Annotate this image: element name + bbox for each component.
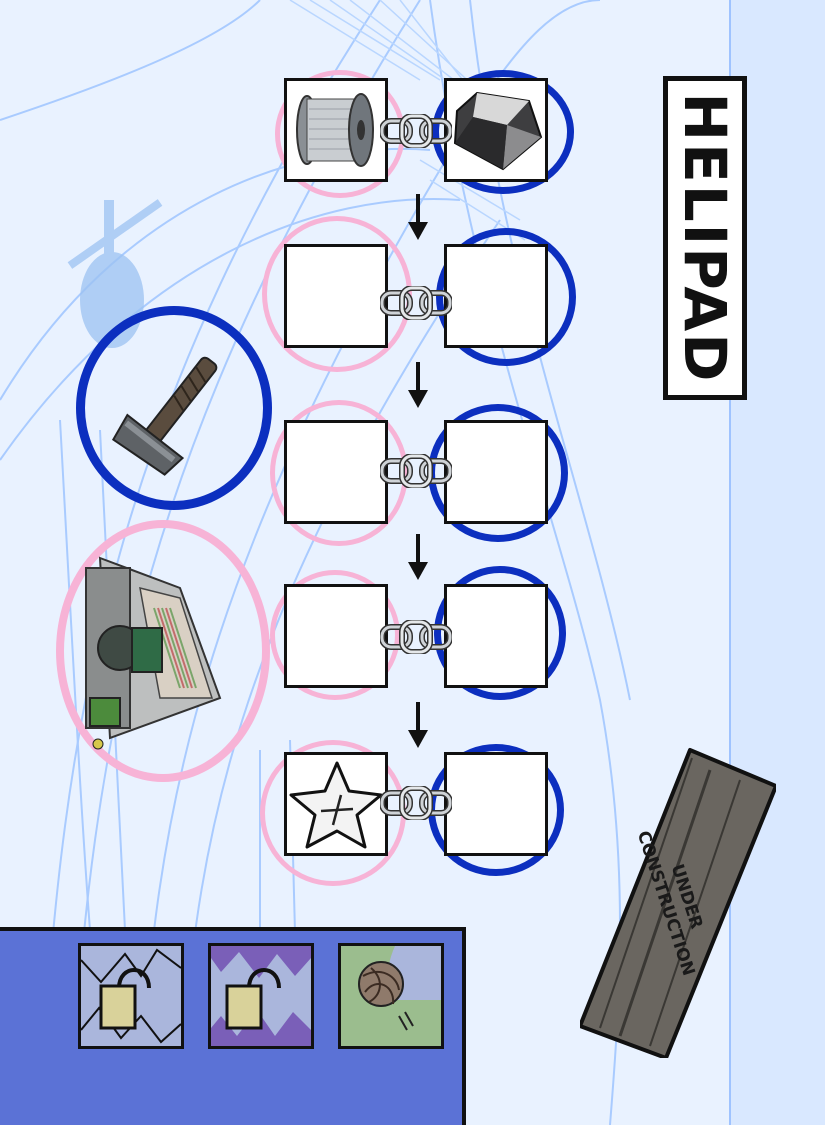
hammer-ring xyxy=(76,306,272,510)
chain-link-icon xyxy=(380,620,452,654)
arrow-down-icon xyxy=(408,702,428,748)
chain-link-icon xyxy=(380,454,452,488)
under-construction-plank xyxy=(580,748,776,1058)
chain-link-icon xyxy=(380,286,452,320)
yarn-ball-icon xyxy=(341,946,441,1046)
spool-of-wire-icon xyxy=(296,93,374,167)
recipe-slot-1-right[interactable] xyxy=(444,78,548,182)
inventory-slot-2[interactable] xyxy=(208,943,314,1049)
arrow-down-icon xyxy=(408,194,428,240)
recipe-slot-4-right[interactable] xyxy=(444,584,548,688)
arrow-down-icon xyxy=(408,362,428,408)
recipe-slot-2-left[interactable] xyxy=(284,244,388,348)
recipe-slot-3-left[interactable] xyxy=(284,420,388,524)
star-plus-icon xyxy=(289,761,383,849)
recipe-slot-4-left[interactable] xyxy=(284,584,388,688)
chain-link-icon xyxy=(380,114,452,148)
right-ring-1 xyxy=(432,70,574,194)
machine-parts-icon[interactable] xyxy=(80,548,230,758)
left-ring-4 xyxy=(270,570,400,700)
inventory-tray xyxy=(0,927,466,1125)
machine-parts-ring xyxy=(56,520,270,782)
right-ring-4 xyxy=(434,566,566,700)
gem-stone-icon xyxy=(453,91,543,171)
inventory-slot-3[interactable] xyxy=(338,943,444,1049)
recipe-slot-1-left[interactable] xyxy=(284,78,388,182)
left-ring-3 xyxy=(270,400,408,546)
hammer-icon[interactable] xyxy=(88,340,248,490)
padlock-icon xyxy=(80,948,182,1044)
recipe-slot-5-right[interactable] xyxy=(444,752,548,856)
padlock-icon xyxy=(211,946,311,1046)
helipad-sign: HELIPAD xyxy=(663,76,747,400)
arrow-down-icon xyxy=(408,534,428,580)
chain-link-icon xyxy=(380,786,452,820)
inventory-slot-1[interactable] xyxy=(78,943,184,1049)
right-ring-2 xyxy=(436,228,576,366)
recipe-slot-2-right[interactable] xyxy=(444,244,548,348)
location-title: HELIPAD xyxy=(671,92,739,384)
recipe-slot-3-right[interactable] xyxy=(444,420,548,524)
recipe-slot-5-left[interactable] xyxy=(284,752,388,856)
